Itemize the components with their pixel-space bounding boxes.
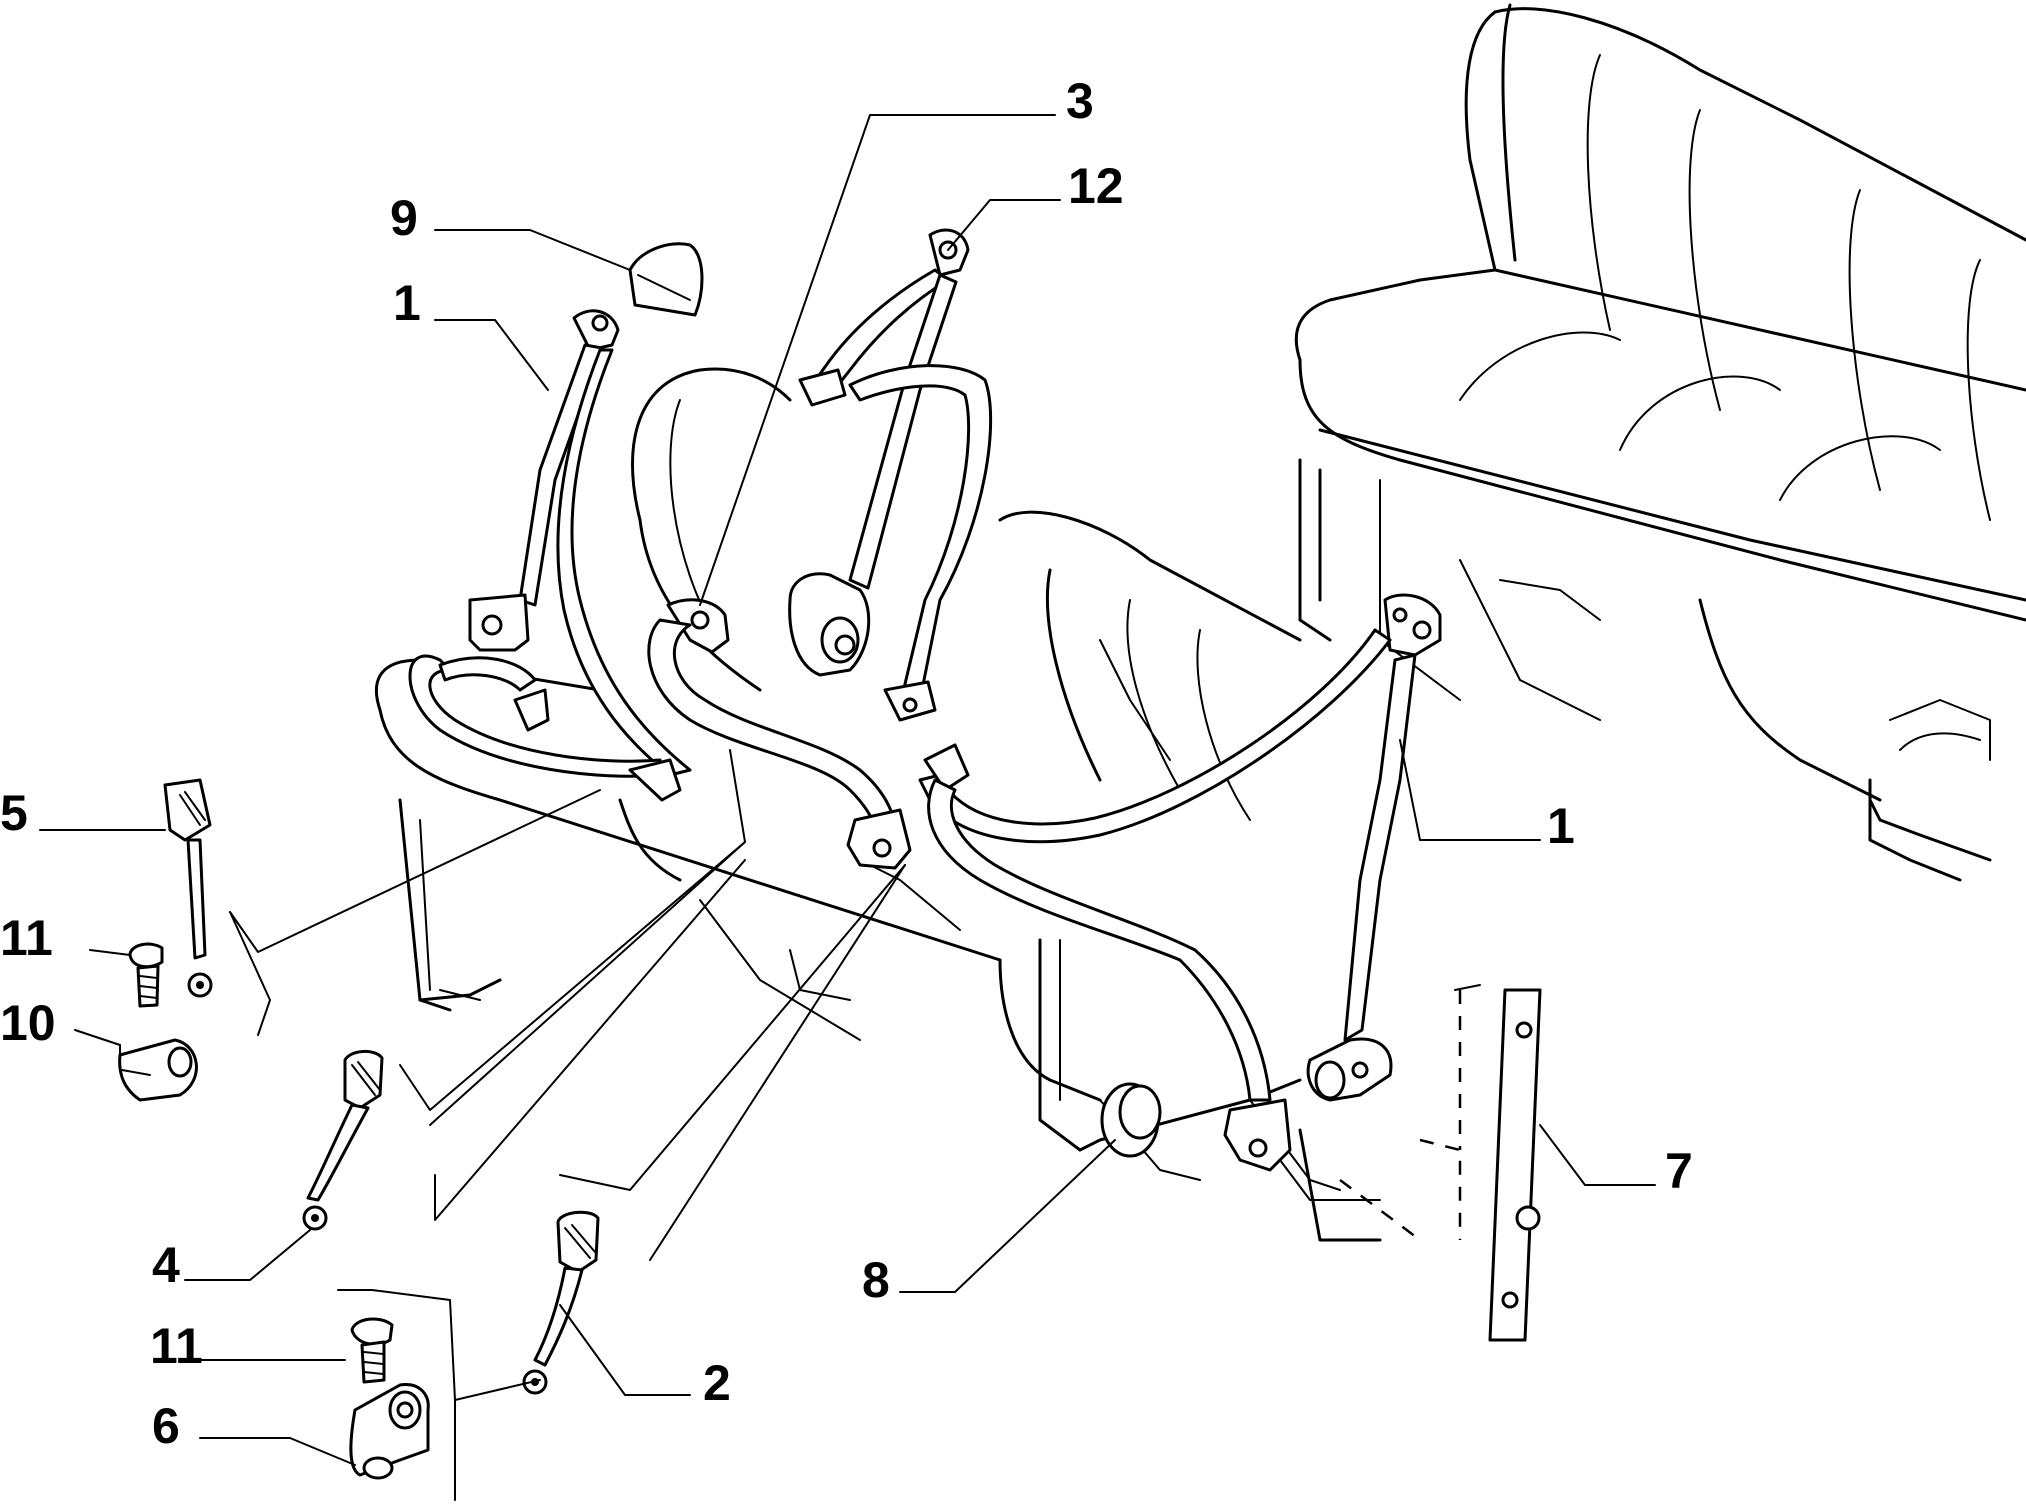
seat-belt-right xyxy=(918,593,1442,1172)
callout-10: 10 xyxy=(0,995,56,1051)
buckle-stalk-2 xyxy=(522,1210,600,1395)
callout-7: 7 xyxy=(1665,1143,1693,1199)
bolt-11-bottom xyxy=(350,1317,394,1384)
callout-11-bottom: 11 xyxy=(150,1318,203,1374)
bracket-6 xyxy=(349,1383,430,1480)
callout-9: 9 xyxy=(390,190,418,246)
rear-bench-seat xyxy=(1294,3,2026,882)
trim-cap xyxy=(628,242,704,317)
buckle-stalk-4 xyxy=(302,1050,384,1231)
callout-labels: 9 1 3 12 5 11 10 1 7 8 4 11 2 6 xyxy=(0,73,1693,1454)
buckle-stalk-5 xyxy=(163,778,213,998)
mounting-plate-7 xyxy=(1339,984,1542,1342)
callout-1-right: 1 xyxy=(1547,798,1575,854)
leader-lines xyxy=(39,114,1656,1501)
callout-6: 6 xyxy=(152,1398,180,1454)
callout-12: 12 xyxy=(1068,158,1124,214)
callout-8: 8 xyxy=(862,1252,890,1308)
front-bench-seat xyxy=(374,367,1382,1242)
callout-1-left: 1 xyxy=(393,275,421,331)
callout-2: 2 xyxy=(703,1355,731,1411)
seat-belt-center-lap xyxy=(647,598,912,870)
grommet-8 xyxy=(1100,1082,1162,1158)
bracket-10 xyxy=(118,1038,198,1102)
callout-4: 4 xyxy=(152,1237,180,1293)
callout-11-top: 11 xyxy=(0,910,53,966)
bolt-11-top xyxy=(128,942,164,1008)
callout-3: 3 xyxy=(1066,73,1094,129)
seat-belt-left xyxy=(408,309,692,802)
callout-5: 5 xyxy=(0,785,28,841)
seat-belt-center-retractor xyxy=(788,228,993,722)
